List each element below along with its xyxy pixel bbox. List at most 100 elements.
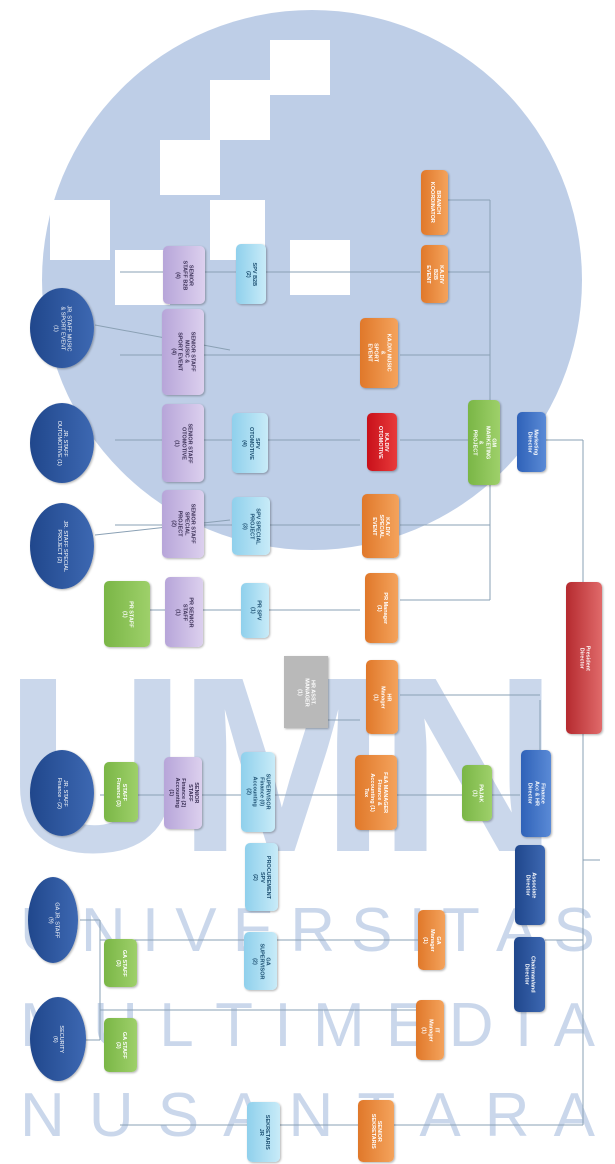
watermark-square <box>290 240 350 295</box>
finance-hr-director-label: Finance Acc & HR Director <box>526 780 546 807</box>
ka-div-b2b-label: KA.DIV B2B EVENT <box>425 264 444 284</box>
watermark-square <box>210 80 270 140</box>
ga-staff-2-box: GA STAFF (3) <box>104 1018 137 1072</box>
watermark-letter: S <box>157 1081 200 1150</box>
associate-director-label: Associate Director <box>524 872 537 898</box>
jr-staff-music-label: JR. STAFF MUSIC & SPORT EVENT (1) <box>52 304 72 352</box>
ga-supervisor-label: GA SUPERVISOR (2) <box>251 943 270 979</box>
ga-supervisor-box: GA SUPERVISOR (2) <box>244 932 277 990</box>
ga-staff-1-label: GA STAFF (3) <box>114 949 127 977</box>
watermark-letter: V <box>175 896 217 965</box>
chairman-director-label: Chairman/and Director <box>523 956 536 993</box>
staff-finance-label: STAFF Finance (3) <box>114 777 128 807</box>
security-label: SECURITY (6) <box>52 1025 65 1053</box>
senior-sekretaris-box: SENIOR SEKRETARIS <box>358 1100 394 1162</box>
senior-staff-otomotive-label: SENIOR STAFF OTOMOTIVE (1) <box>173 423 193 463</box>
gm-marketing-box: GM MARKETING & PROJECT <box>468 400 500 485</box>
it-manager-box: IT Manager (1) <box>416 1000 444 1060</box>
gm-marketing-label: GM MARKETING & PROJECT <box>471 425 497 460</box>
spv-b2b-label: SPV B2B (2) <box>244 262 258 286</box>
spv-special-label: SPV SPECIAL PROJECT (3) <box>241 507 261 545</box>
fa-manager-box: F&A MANAGER Finance & Accounting (1) Tax <box>355 755 397 830</box>
jr-staff-music-ellipse: JR. STAFF MUSIC & SPORT EVENT (1) <box>30 288 94 368</box>
watermark-letter: T <box>442 896 480 965</box>
ka-div-b2b-box: KA.DIV B2B EVENT <box>421 245 448 303</box>
pr-manager-box: PR Manager (1) <box>365 573 398 643</box>
senior-staff-b2b-box: SENIOR STAFF B2B (4) <box>163 246 205 304</box>
watermark-letter: R <box>290 896 335 965</box>
watermark-letter: L <box>159 991 194 1060</box>
ga-jr-staff-ellipse: GA JR. STAFF (9) <box>28 877 78 963</box>
pajak-label: PAJAK (1) <box>471 783 484 803</box>
ga-jr-staff-label: GA JR. STAFF (9) <box>47 902 60 938</box>
ka-div-otomotive-label: KA.DIV OTOMOTIVE <box>376 425 389 459</box>
pajak-box: PAJAK (1) <box>462 765 492 821</box>
supervisor-finance-box: SUPERVISOR Finance (0) Accounting (2) <box>241 752 275 832</box>
watermark-letter: N <box>288 1081 334 1150</box>
finance-hr-director-box: Finance Acc & HR Director <box>521 750 551 837</box>
pr-manager-label: PR Manager (1) <box>375 592 388 624</box>
spv-otomotive-box: SPV OTOMOTIVE (4) <box>232 413 268 473</box>
fa-manager-label: F&A MANAGER Finance & Accounting (1) Tax <box>363 771 389 814</box>
supervisor-finance-label: SUPERVISOR Finance (0) Accounting (2) <box>245 774 271 810</box>
ga-staff-1-box: GA STAFF (3) <box>104 939 137 987</box>
it-manager-label: IT Manager (1) <box>420 1018 440 1042</box>
pr-senior-staff-label: PR SENIOR STAFF (1) <box>174 596 194 628</box>
senior-staff-music-label: SENIOR STAFF MUSIC & SPORT EVENT (4) <box>170 332 196 372</box>
pr-spv-label: PR SPV (1) <box>249 600 262 621</box>
marketing-director-label: Marketing Director <box>525 429 538 455</box>
spv-special-box: SPV SPECIAL PROJECT (3) <box>232 497 270 555</box>
senior-staff-b2b-label: SENIOR STAFF B2B (4) <box>174 260 194 290</box>
ga-manager-box: GA Manager (1) <box>418 910 445 970</box>
ka-div-special-label: KA.DIV SPECIAL EVENT <box>371 514 390 538</box>
watermark-letter: T <box>215 991 253 1060</box>
spv-otomotive-label: SPV OTOMOTIVE (4) <box>240 426 260 460</box>
pr-senior-staff-box: PR SENIOR STAFF (1) <box>165 577 203 647</box>
security-ellipse: SECURITY (6) <box>30 997 86 1081</box>
hr-asst-manager-box: HR ASST. MANAGER (1) <box>284 656 328 728</box>
watermark-letter: A <box>553 1081 595 1150</box>
hr-asst-manager-label: HR ASST. MANAGER (1) <box>296 677 316 707</box>
pr-staff-label: PR STAFF (1) <box>120 600 134 628</box>
senior-sekretaris-label: SENIOR SEKRETARIS <box>369 1113 383 1149</box>
senior-staff-otomotive-box: SENIOR STAFF OTOMOTIVE (1) <box>162 404 204 482</box>
spv-b2b-box: SPV B2B (2) <box>236 244 266 304</box>
jr-staff-finance-ellipse: JR. STAFF Finance - (2) <box>30 750 94 836</box>
watermark-letter: A <box>419 1081 461 1150</box>
watermark-letter: D <box>448 991 494 1060</box>
watermark-letter: R <box>484 1081 530 1150</box>
watermark-letter: S <box>351 896 393 965</box>
procurement-spv-box: PROCUREMENT SPV (2) <box>245 843 278 911</box>
senior-staff-special-label: SENIOR STAFF SPECIAL PROJECT (2) <box>170 504 196 544</box>
jr-staff-otomotive-label: JR. STAFF OUTOMOTIVE (1) <box>56 420 69 466</box>
branch-koordinator-label: BRANCH KOORDINATOR <box>428 181 441 224</box>
jr-staff-special-label: JR. STAFF SPECIAL PROJECT (2) <box>55 520 69 572</box>
watermark-square <box>50 200 110 260</box>
watermark-square <box>160 140 220 195</box>
watermark-square <box>270 40 330 95</box>
senior-staff-finance-label: SENIOR STAFF Finance (2) Accounting (1) <box>167 777 199 809</box>
president-director-label: President Director <box>578 645 591 671</box>
sekretaris-jr-box: SEKRETARIS JR <box>247 1102 280 1162</box>
pr-staff-box: PR STAFF (1) <box>104 581 150 647</box>
watermark-letter: U <box>88 1081 134 1150</box>
branch-koordinator-box: BRANCH KOORDINATOR <box>421 170 448 235</box>
watermark-letter: I <box>141 896 160 965</box>
staff-finance-box: STAFF Finance (3) <box>104 762 138 822</box>
ka-div-music-box: KA.DIV MUSIC & SPORT EVENT <box>360 318 398 388</box>
watermark-letter: S <box>553 896 595 965</box>
watermark-logo-text: UMN <box>5 625 558 904</box>
procurement-spv-label: PROCUREMENT SPV (2) <box>252 855 271 899</box>
watermark-square <box>115 250 170 305</box>
president-director-box: President Director <box>566 582 602 734</box>
hr-manager-label: HR Manager (1) <box>372 685 392 709</box>
sekretaris-jr-label: SEKRETARIS JR <box>257 1114 270 1150</box>
watermark-letter: M <box>312 991 365 1060</box>
ka-div-music-label: KA.DIV MUSIC & SPORT EVENT <box>366 334 392 372</box>
chairman-director-box: Chairman/and Director <box>514 937 545 1012</box>
senior-staff-finance-box: SENIOR STAFF Finance (2) Accounting (1) <box>164 757 202 829</box>
jr-staff-finance-label: JR. STAFF Finance - (2) <box>56 777 69 809</box>
ga-staff-2-label: GA STAFF (3) <box>114 1031 127 1059</box>
ka-div-otomotive-box: KA.DIV OTOMOTIVE <box>367 413 397 471</box>
